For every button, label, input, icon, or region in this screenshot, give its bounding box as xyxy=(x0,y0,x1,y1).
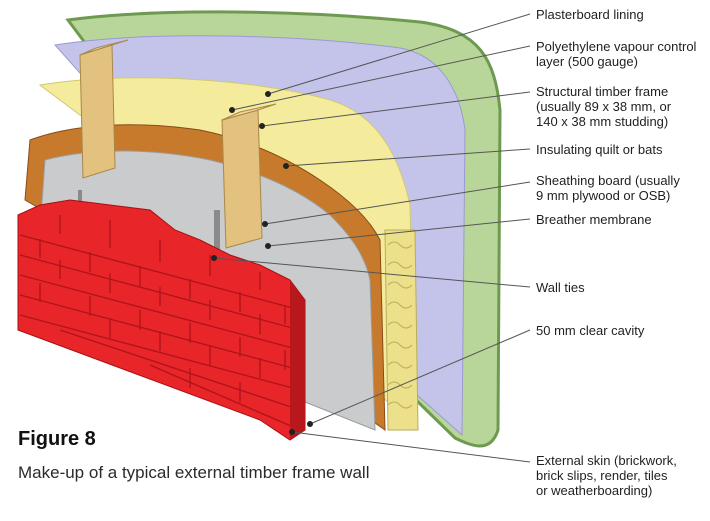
figure-caption: Make-up of a typical external timber fra… xyxy=(18,463,369,483)
callout-breather: Breather membrane xyxy=(536,212,706,227)
insulation-edge xyxy=(385,230,418,430)
callout-skin: External skin (brickwork, brick slips, r… xyxy=(536,453,706,498)
callout-timber: Structural timber frame (usually 89 x 38… xyxy=(536,84,706,129)
brick-side-face xyxy=(290,280,305,440)
timber-stud-back xyxy=(80,45,115,178)
callout-vapour: Polyethylene vapour control layer (500 g… xyxy=(536,39,706,69)
timber-stud-front xyxy=(222,110,262,248)
callout-sheathing: Sheathing board (usually 9 mm plywood or… xyxy=(536,173,706,203)
callout-cavity: 50 mm clear cavity xyxy=(536,323,706,338)
callout-ties: Wall ties xyxy=(536,280,706,295)
callout-plasterboard: Plasterboard lining xyxy=(536,7,706,22)
figure-number: Figure 8 xyxy=(18,428,96,451)
callout-insulation: Insulating quilt or bats xyxy=(536,142,706,157)
